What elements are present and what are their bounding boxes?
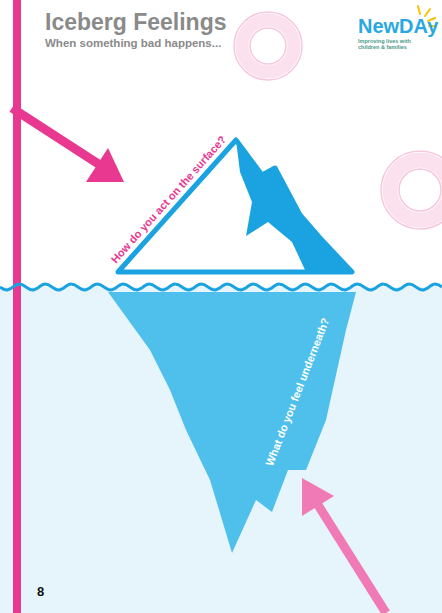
- lifebuoy: [381, 151, 442, 229]
- iceberg-part: [236, 140, 352, 272]
- pointer-arrow: [302, 478, 386, 613]
- lifebuoy: [234, 12, 302, 80]
- title: Iceberg Feelings: [45, 9, 227, 35]
- pointer-arrow: [12, 108, 124, 182]
- water: [0, 287, 442, 613]
- page-number: 8: [37, 585, 44, 600]
- subtitle: When something bad happens...: [45, 37, 221, 50]
- logo-tagline: Improving lives with children & families: [358, 38, 420, 51]
- iceberg-underwater: What do you feel underneath?: [100, 285, 365, 560]
- side-bar: [13, 0, 21, 613]
- water-line: [0, 284, 442, 290]
- logo-text: NewDAy: [358, 15, 438, 38]
- iceberg-tip: How do you act on the surface?: [100, 125, 370, 285]
- iceberg-part: [108, 292, 356, 553]
- iceberg-shape: [100, 125, 370, 285]
